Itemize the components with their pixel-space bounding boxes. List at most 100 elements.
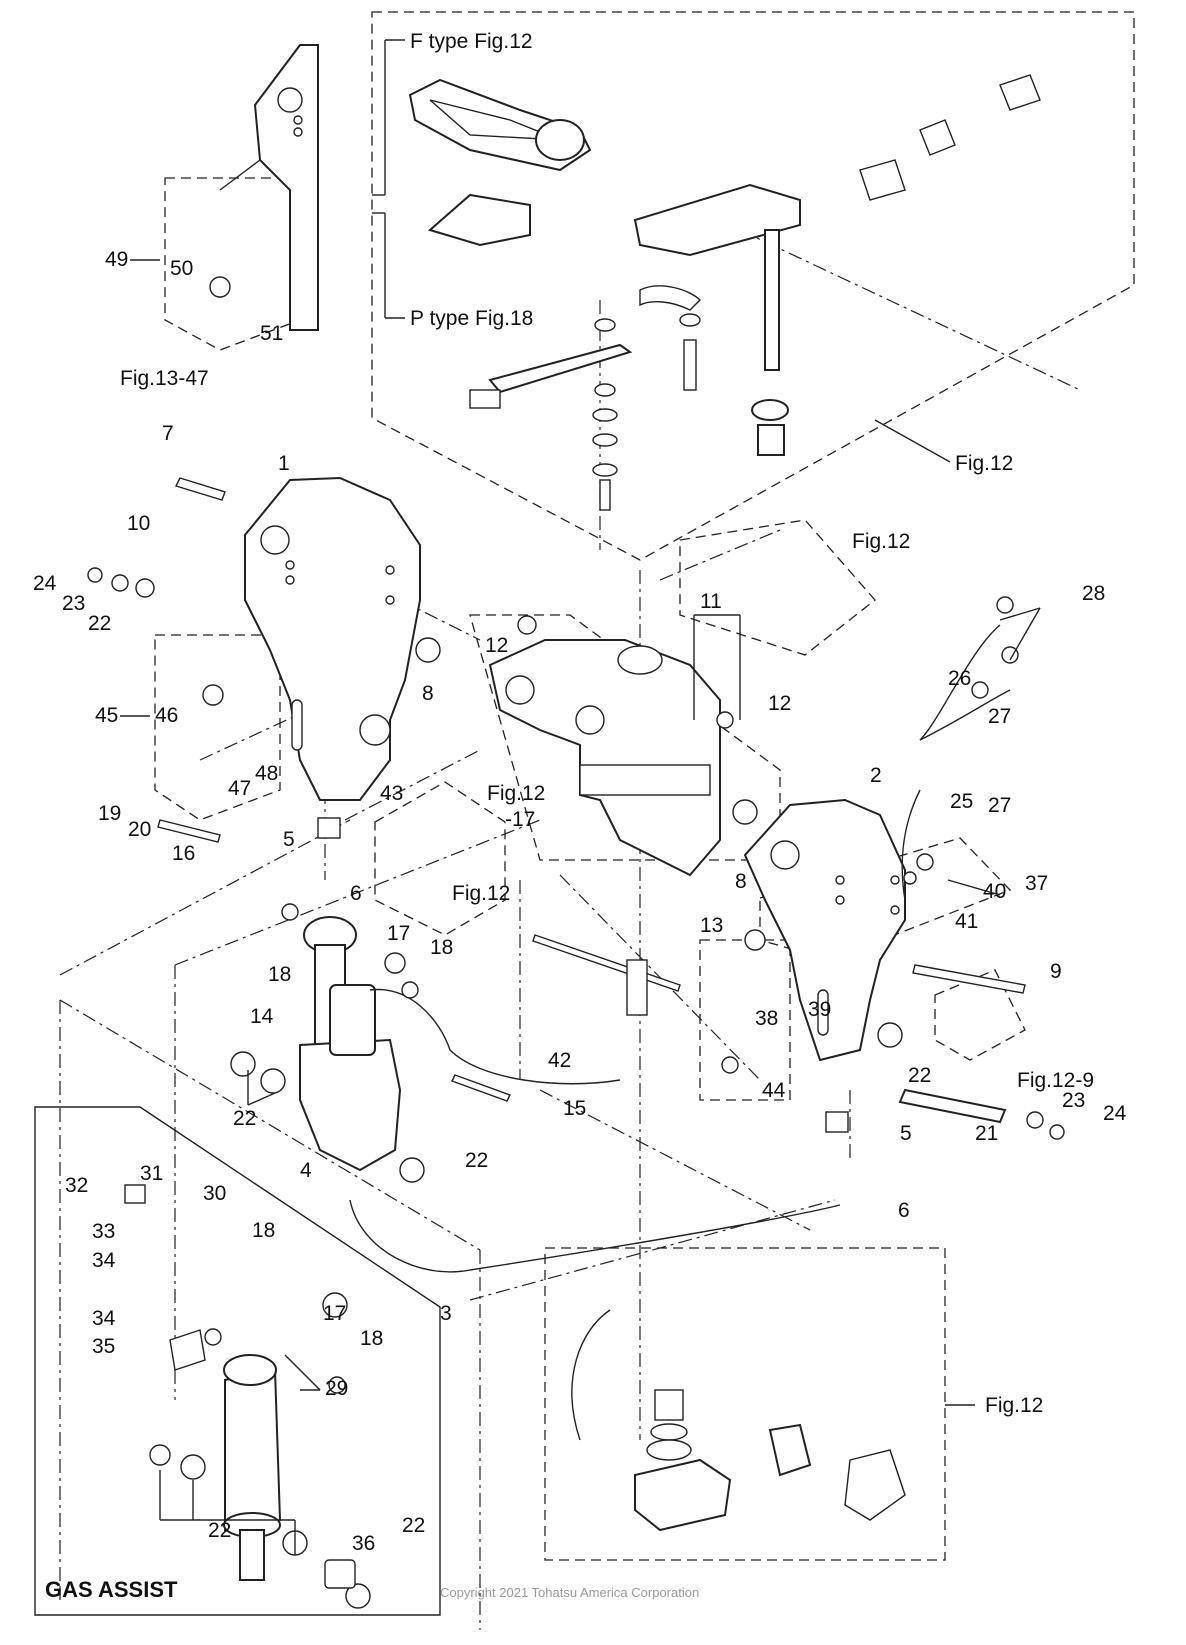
label-19: 19 [98, 802, 121, 825]
label-18c: 18 [252, 1219, 275, 1242]
box-group-13 [699, 939, 791, 1101]
box-fig12-top [371, 11, 1135, 561]
box-group-45 [154, 634, 281, 821]
gas-assist-cylinder [169, 1329, 282, 1581]
label-51: 51 [260, 322, 283, 345]
stern-bracket-left [244, 476, 421, 801]
label-27a: 27 [988, 705, 1011, 728]
label-47: 47 [228, 777, 251, 800]
label-22e: 22 [208, 1519, 231, 1542]
swivel-bracket [488, 639, 721, 877]
label-38: 38 [755, 1007, 778, 1030]
label-21: 21 [975, 1122, 998, 1145]
label-28: 28 [1082, 582, 1105, 605]
label-22f: 22 [402, 1514, 425, 1537]
label-49: 49 [105, 248, 128, 271]
link-rod [469, 343, 633, 409]
label-24b: 24 [1103, 1102, 1127, 1125]
ref-f-type: F type Fig.12 [410, 30, 533, 53]
leader-lines [120, 39, 1041, 1555]
label-18b: 18 [430, 936, 453, 959]
label-5a: 5 [283, 828, 295, 851]
label-41: 41 [955, 910, 978, 933]
label-34a: 34 [92, 1249, 116, 1272]
ref-fig12-9: Fig.12-9 [1017, 1069, 1094, 1092]
ref-p-type: P type Fig.18 [410, 307, 533, 330]
label-17a: 17 [387, 922, 410, 945]
label-46: 46 [155, 704, 178, 727]
label-3: 3 [440, 1302, 452, 1325]
guide-lines [59, 229, 1081, 1630]
part-labels: 1 2 3 4 5 5 6 6 7 8 8 9 10 11 12 12 13 1… [33, 248, 1127, 1555]
label-37: 37 [1025, 872, 1048, 895]
small-hardware [87, 276, 1065, 1609]
label-8a: 8 [422, 682, 434, 705]
stern-bracket-right [743, 798, 906, 1062]
label-32: 32 [65, 1174, 88, 1197]
label-43: 43 [380, 782, 403, 805]
label-22d: 22 [908, 1064, 931, 1087]
ref-fig12-bottom: Fig.12 [985, 1394, 1043, 1417]
label-34b: 34 [92, 1307, 116, 1330]
tiller-handle-f-type [408, 78, 592, 172]
label-5b: 5 [900, 1122, 912, 1145]
steering-arm [633, 74, 1041, 456]
box-gas-assist [34, 1106, 441, 1616]
label-18a: 18 [268, 963, 291, 986]
box-fig12-bottom [544, 1247, 946, 1561]
figure-references: F type Fig.12 P type Fig.18 Fig.13-47 Fi… [120, 30, 1094, 1417]
label-30: 30 [203, 1182, 226, 1205]
label-6b: 6 [898, 1199, 910, 1222]
label-1: 1 [278, 452, 290, 475]
tiller-plate-p-type [427, 193, 531, 247]
label-18d: 18 [360, 1327, 383, 1350]
label-23a: 23 [62, 592, 85, 615]
label-11: 11 [700, 590, 722, 613]
ref-fig13-47: Fig.13-47 [120, 367, 209, 390]
label-40: 40 [983, 880, 1006, 903]
ref-fig12-center: Fig.12 [452, 882, 510, 905]
ref-fig12-17a: Fig.12 [487, 782, 545, 805]
label-4: 4 [300, 1159, 312, 1182]
wire-harness [349, 624, 1011, 1273]
upper-bracket-ghost [219, 44, 319, 331]
label-14: 14 [250, 1005, 274, 1028]
label-23b: 23 [1062, 1089, 1085, 1112]
ref-fig12-17b: -17 [505, 808, 535, 831]
label-8b: 8 [735, 870, 747, 893]
box-fig12-mid-right [679, 519, 876, 656]
label-45: 45 [95, 704, 118, 727]
label-6a: 6 [350, 882, 362, 905]
label-2: 2 [870, 764, 882, 787]
label-26: 26 [948, 667, 971, 690]
label-20: 20 [128, 818, 151, 841]
label-12b: 12 [768, 692, 791, 715]
ref-fig12-mid-right: Fig.12 [852, 530, 910, 553]
label-10: 10 [127, 512, 150, 535]
label-27b: 27 [988, 794, 1011, 817]
label-33: 33 [92, 1220, 115, 1243]
label-25: 25 [950, 790, 973, 813]
label-29: 29 [325, 1377, 348, 1400]
label-42: 42 [548, 1049, 571, 1072]
label-22c: 22 [465, 1149, 488, 1172]
label-35: 35 [92, 1335, 115, 1358]
box-group-43 [374, 781, 506, 936]
label-50: 50 [170, 257, 193, 280]
label-24a: 24 [33, 572, 57, 595]
ref-fig12-top-right: Fig.12 [955, 452, 1013, 475]
trim-cylinder [299, 916, 621, 1172]
gas-assist-title: GAS ASSIST [45, 1577, 178, 1602]
pivot-stack [592, 285, 701, 511]
label-16: 16 [172, 842, 195, 865]
rods-and-pins [157, 477, 1026, 1124]
label-48: 48 [255, 762, 278, 785]
box-fig12-9 [934, 969, 1026, 1061]
label-44: 44 [762, 1079, 786, 1102]
label-22a: 22 [88, 612, 111, 635]
label-15: 15 [563, 1097, 586, 1120]
group-boxes [34, 11, 1135, 1616]
label-12a: 12 [485, 634, 508, 657]
bottom-steering-assembly [571, 1309, 906, 1532]
